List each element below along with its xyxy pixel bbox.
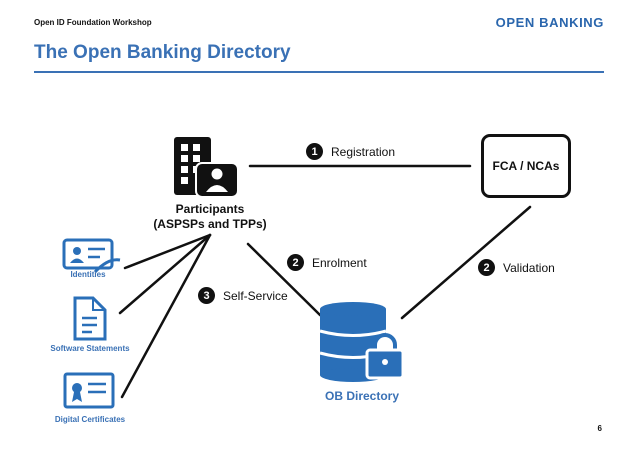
self-service-step: 3 Self-Service [198,287,288,304]
brand-logo: OPEN BANKING [495,15,604,30]
digital-certificates-label: Digital Certificates [54,415,126,424]
workshop-label: Open ID Foundation Workshop [34,18,152,27]
registration-step-label: Registration [331,144,396,159]
validation-step-label: Validation [503,260,555,275]
registration-step: 1 Registration [306,143,395,160]
validation-connector [400,205,532,320]
participants-line2: (ASPSPs and TPPs) [153,217,267,231]
self-service-step-label: Self-Service [223,288,288,303]
building-person-icon [174,137,239,198]
document-icon [73,296,107,341]
enrolment-connector [246,242,322,317]
identities-label: Identities [70,270,106,279]
registration-step-number: 1 [306,143,323,160]
validation-step-number: 2 [478,259,495,276]
software-statements-connector [118,233,212,315]
id-card-icon [62,238,121,274]
title-divider [34,71,604,73]
ob-directory-label: OB Directory [324,389,400,403]
participants-line1: Participants [175,202,245,216]
software-statements-label: Software Statements [50,344,130,353]
self-service-step-number: 3 [198,287,215,304]
enrolment-step-label: Enrolment [312,255,367,270]
fca-box: FCA / NCAs [481,134,571,198]
validation-step: 2 Validation [478,259,555,276]
enrolment-step: 2 Enrolment [287,254,367,271]
participants-label: Participants (ASPSPs and TPPs) [140,202,280,232]
page-number: 6 [597,424,602,433]
identities-connector [123,233,212,270]
page-title: The Open Banking Directory [34,42,291,63]
digital-certificates-connector [120,233,212,399]
enrolment-step-number: 2 [287,254,304,271]
database-lock-icon [319,302,405,382]
certificate-icon [63,372,115,409]
